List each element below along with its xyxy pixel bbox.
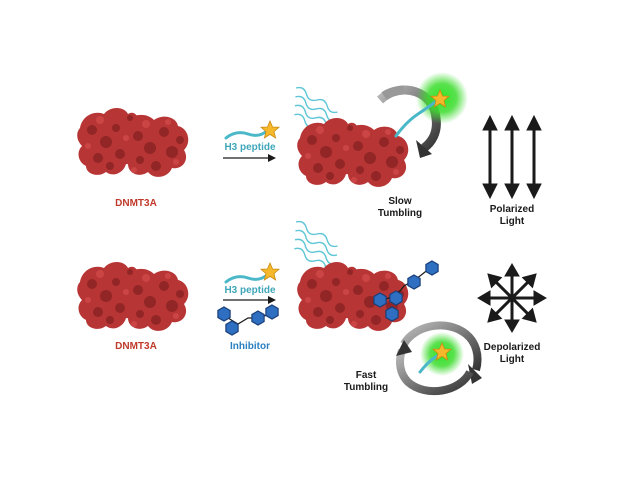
tumbling-label-bottom-line1: Fast: [355, 370, 377, 381]
peptide-icon-bottom: [224, 262, 280, 284]
light-label-top: Polarized Light: [476, 204, 548, 228]
fluorescence-glow-icon-bottom: [418, 332, 464, 376]
tumbling-label-top-line1: Slow: [388, 196, 412, 207]
dnmt3a-protein-top: [77, 108, 189, 177]
arrow-right-icon-top: [223, 154, 276, 162]
tumbling-label-bottom: Fast Tumbling: [336, 370, 396, 394]
arrow-right-icon-bottom: [223, 296, 276, 304]
light-label-top-line2: Light: [499, 216, 525, 227]
polarized-light-icon: [482, 114, 542, 200]
tumbling-label-bottom-line2: Tumbling: [343, 382, 389, 393]
fluorescence-glow-icon-top: [394, 72, 468, 138]
dnmt3a-protein-bottom: [77, 262, 189, 331]
fast-tumbling-rotation-icon: [396, 321, 482, 395]
peptide-icon-top: [224, 120, 280, 140]
peptide-label-bottom: H3 peptide: [224, 285, 276, 296]
tumbling-label-top-line2: Tumbling: [377, 208, 423, 219]
light-label-bottom-line1: Depolarized: [483, 342, 541, 353]
bound-inhibitor-icon: [373, 260, 439, 322]
light-label-bottom: Depolarized Light: [472, 342, 552, 366]
inhibitor-molecule-icon: [217, 304, 279, 336]
protein-label-top: DNMT3A: [115, 198, 157, 209]
light-label-bottom-line2: Light: [499, 354, 525, 365]
depolarized-light-icon: [477, 263, 547, 333]
light-label-top-line1: Polarized: [489, 204, 535, 215]
tumbling-label-top: Slow Tumbling: [370, 196, 430, 220]
peptide-label-top: H3 peptide: [224, 142, 276, 153]
inhibitor-label: Inhibitor: [230, 341, 270, 352]
dnmt3a-peptide-complex-top: [297, 118, 409, 187]
protein-label-bottom: DNMT3A: [115, 341, 157, 352]
